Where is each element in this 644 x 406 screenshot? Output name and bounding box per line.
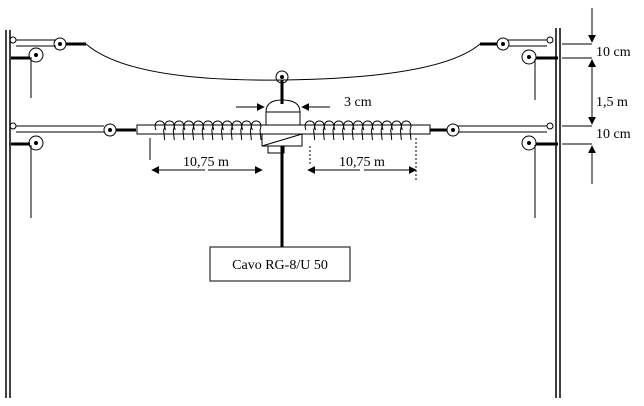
vertical-dimensions: 10 cm 1,5 m 10 cm	[562, 8, 631, 184]
right-length-label: 10,75 m	[339, 155, 385, 170]
bottom-right-pulley-assembly	[430, 122, 558, 218]
top-gap-label: 10 cm	[596, 45, 631, 60]
cable-label: Cavo RG-8/U 50	[232, 258, 328, 273]
right-coil	[304, 120, 412, 141]
vertical-spacing-label: 1,5 m	[596, 95, 628, 110]
left-mast	[5, 30, 11, 398]
left-coil	[154, 120, 262, 141]
feed-width-label: 3 cm	[344, 95, 372, 110]
pulley-icon	[28, 47, 44, 63]
feed-point-balun	[261, 99, 303, 154]
eye-bolt-icon	[9, 122, 17, 130]
dipole-element	[136, 120, 431, 141]
top-right-pulley-assembly	[480, 36, 558, 100]
eye-bolt-icon	[546, 36, 554, 44]
left-length-dimension: 10,75 m	[149, 138, 263, 174]
eye-bolt-icon	[546, 122, 554, 130]
left-length-label: 10,75 m	[183, 155, 229, 170]
right-length-dimension: 10,75 m	[307, 138, 417, 180]
cable-label-box: Cavo RG-8/U 50	[209, 246, 351, 282]
top-left-pulley-assembly	[9, 36, 86, 98]
feed-width-dimension: 3 cm	[236, 95, 372, 111]
right-mast	[555, 28, 561, 398]
eye-bolt-icon	[9, 36, 17, 44]
support-rope	[85, 43, 481, 81]
bottom-left-pulley-assembly	[9, 122, 136, 218]
bottom-gap-label: 10 cm	[596, 127, 631, 142]
